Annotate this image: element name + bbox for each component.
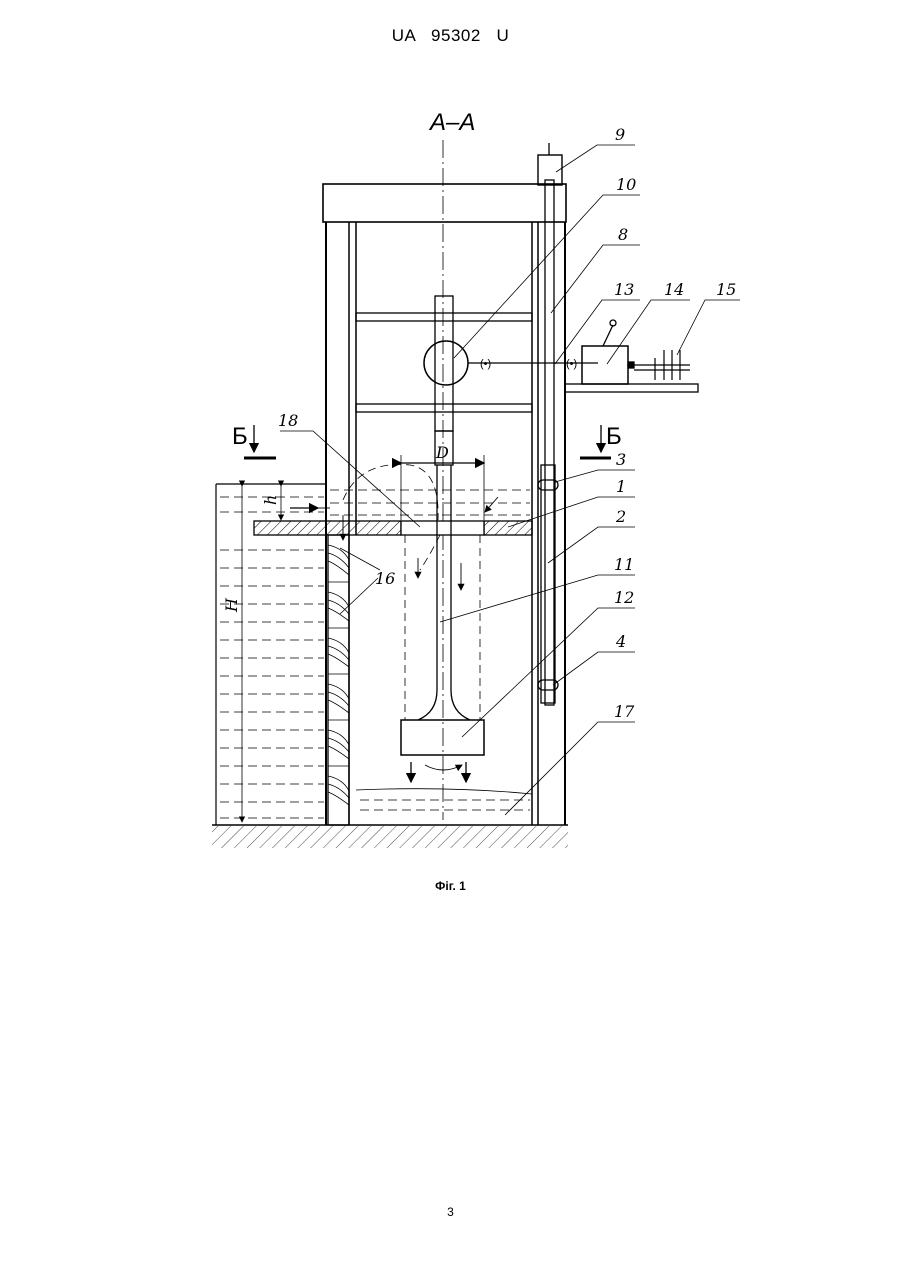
callout-12: 12: [614, 588, 634, 607]
callout-14: 14: [664, 280, 684, 299]
callout-3: 3: [616, 450, 626, 469]
callout-9: 9: [615, 125, 625, 144]
float-sensor-guide: [541, 465, 555, 703]
shaft-upper: [435, 296, 453, 431]
callout-15: 15: [716, 280, 736, 299]
svg-text:(•): (•): [480, 358, 491, 370]
callout-11: 11: [614, 555, 634, 574]
svg-text:(•): (•): [566, 358, 577, 370]
callout-1: 1: [616, 477, 626, 496]
callout-13: 13: [614, 280, 634, 299]
disc-18: [401, 521, 484, 535]
motor-10: [424, 341, 468, 385]
callout-10: 10: [616, 175, 636, 194]
callout-4: 4: [615, 632, 626, 651]
top-beam: [323, 184, 566, 222]
rod-8: [545, 180, 554, 705]
cut-marker-left: Б: [232, 423, 248, 450]
cross-beam-lower: [356, 404, 532, 412]
dim-h-label: h: [261, 495, 280, 505]
cut-marker-right: Б: [606, 423, 622, 450]
page-number: 3: [0, 1205, 901, 1219]
stirrer-12: [401, 720, 484, 755]
callout-2: 2: [615, 507, 626, 526]
ground: [212, 826, 568, 848]
plate-1: [254, 521, 401, 535]
drive-14: [582, 346, 628, 384]
shelf: [565, 384, 698, 392]
dim-H-label: H: [222, 597, 241, 613]
section-label: A–A: [428, 109, 475, 136]
filter-column-16: [328, 535, 349, 825]
dim-D-label: D: [435, 443, 449, 462]
figure-caption: Фіг. 1: [0, 879, 901, 893]
callout-8: 8: [618, 225, 628, 244]
cross-beam-upper: [356, 313, 532, 321]
callout-16: 16: [375, 569, 395, 588]
callout-18: 18: [278, 411, 298, 430]
callout-17: 17: [614, 702, 635, 721]
